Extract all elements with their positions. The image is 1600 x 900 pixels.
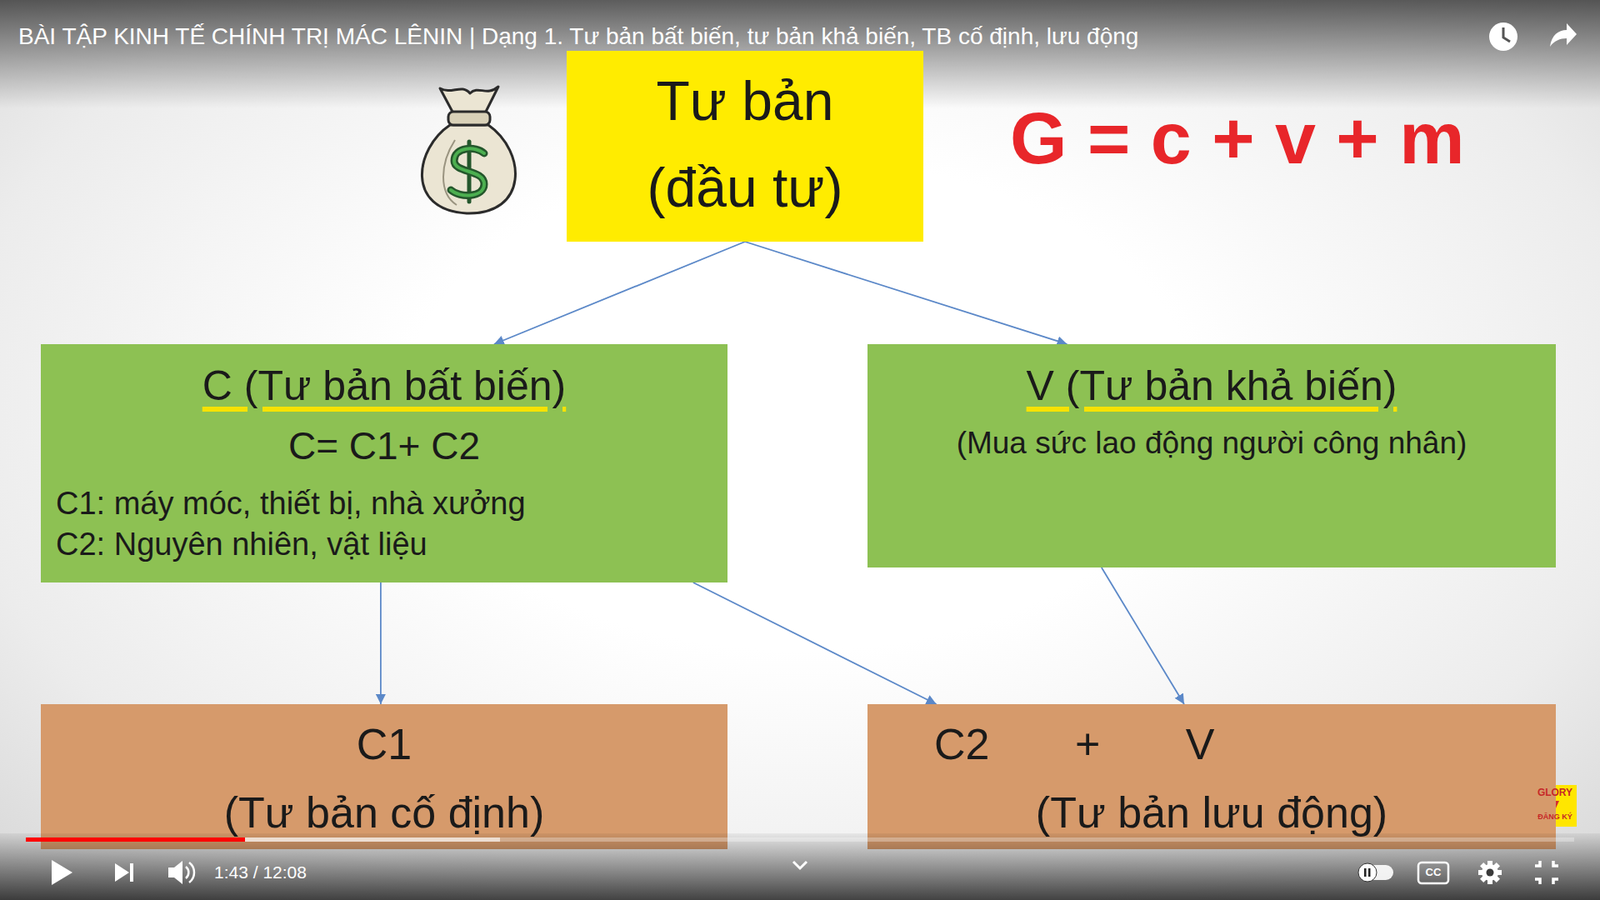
connector-arrow bbox=[693, 582, 937, 705]
box-heading: C1 bbox=[49, 716, 720, 774]
connector-arrow bbox=[380, 582, 382, 705]
variable-capital-box: V (Tư bản khả biến) (Mua sức lao động ngư… bbox=[867, 344, 1556, 568]
dollar-sign bbox=[450, 141, 485, 202]
video-title: BÀI TẬP KINH TẾ CHÍNH TRỊ MÁC LÊNIN | Dạ… bbox=[18, 22, 1469, 51]
logo-subtext: ĐĂNG KÝ bbox=[1533, 812, 1577, 822]
formula: G = c + v + m bbox=[1010, 98, 1465, 180]
box-heading: Tư bản bbox=[575, 65, 915, 138]
money-bag bbox=[421, 86, 515, 214]
box-heading: C (Tư bản bất biến) bbox=[55, 359, 713, 414]
connector-arrow bbox=[1101, 567, 1185, 705]
time-display: 1:43 / 12:08 bbox=[214, 862, 307, 883]
captions-button: CC bbox=[1418, 864, 1449, 882]
box-text: C= C1+ C2 bbox=[55, 421, 713, 472]
constant-capital-box: C (Tư bản bất biến) C= C1+ C2 C1: máy móc,… bbox=[40, 344, 728, 583]
connector-arrow bbox=[494, 241, 745, 345]
capital-box: Tư bản (đầu tư) bbox=[566, 50, 924, 242]
box-text: C2: Nguyên nhiên, vật liệu bbox=[55, 524, 713, 565]
top-icons bbox=[1489, 22, 1577, 51]
progress-bar bbox=[25, 837, 1575, 842]
circulating-capital-box: C2 + V(Tư bản lưu động) bbox=[867, 704, 1556, 850]
connector-arrow bbox=[745, 241, 1068, 345]
box-heading: C2 + V bbox=[875, 716, 1548, 774]
box-text: (đầu tư) bbox=[575, 152, 915, 225]
box-text: (Mua sức lao động người công nhân) bbox=[882, 423, 1541, 464]
box-text: C1: máy móc, thiết bị, nhà xưởng bbox=[55, 483, 713, 525]
fixed-capital-box: C1(Tư bản cố định) bbox=[40, 704, 728, 850]
control-icons bbox=[51, 860, 1559, 885]
logo-text: GLORY bbox=[1533, 787, 1577, 800]
box-heading: V (Tư bản khả biến) bbox=[882, 359, 1541, 414]
